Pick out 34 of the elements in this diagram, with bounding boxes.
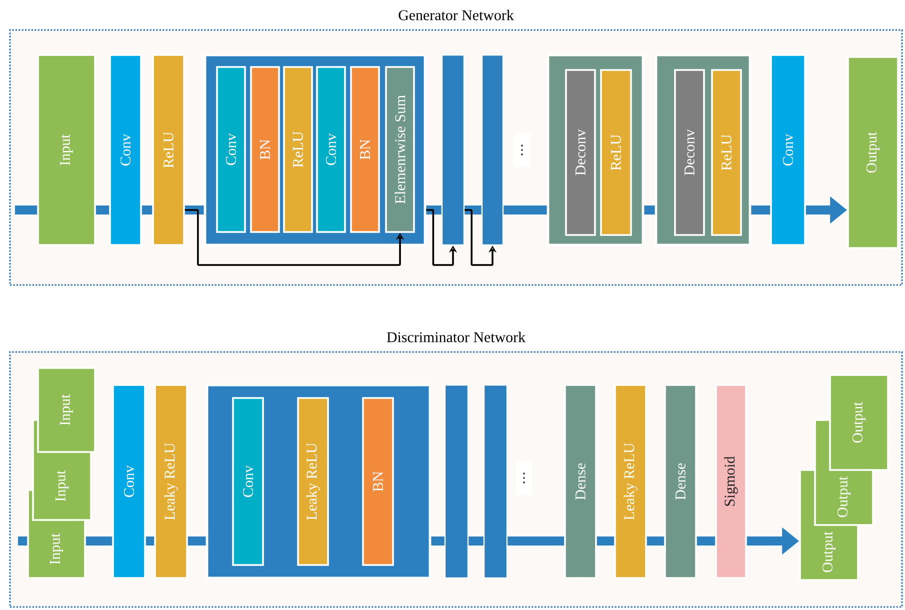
layer-block: Leaky ReLU	[154, 384, 188, 579]
layer-block: Output	[829, 374, 889, 471]
layer-block: Conv	[316, 66, 346, 233]
layer-block: Output	[847, 56, 899, 249]
node-label: Discriminator Network	[386, 332, 526, 342]
layer-block: Deconv	[565, 69, 596, 236]
layer-block: Leaky ReLU	[614, 384, 647, 579]
node-label: Generator Network	[398, 10, 514, 20]
layer-block: Input	[37, 367, 96, 453]
layer-block: BN	[362, 397, 394, 566]
layer-block: Conv	[112, 384, 146, 579]
layer-block: BN	[350, 66, 380, 233]
layer-bar	[481, 54, 504, 246]
layer-block: Conv	[216, 66, 246, 233]
layer-block: Sigmoid	[715, 384, 747, 579]
layer-block: Conv	[770, 54, 806, 246]
layer-block: Dense	[564, 384, 597, 579]
layer-block: Conv	[232, 397, 264, 566]
layer-block: Input	[37, 54, 96, 246]
ellipsis: ⋮	[514, 133, 530, 167]
layer-block: ReLU	[711, 69, 742, 236]
layer-block: Elemenrwise Sum	[385, 66, 415, 233]
layer-block: Deconv	[674, 69, 705, 236]
layer-block: Conv	[109, 54, 142, 246]
layer-bar	[483, 384, 508, 579]
layer-bar	[441, 54, 465, 246]
layer-block: Dense	[664, 384, 697, 579]
ellipsis: ⋮	[516, 461, 532, 495]
layer-bar	[444, 384, 469, 579]
layer-block: ReLU	[600, 69, 632, 236]
layer-block: Leaky ReLU	[297, 397, 329, 566]
layer-block: BN	[250, 66, 280, 233]
layer-block: ReLU	[283, 66, 313, 233]
layer-block: ReLU	[152, 54, 185, 246]
